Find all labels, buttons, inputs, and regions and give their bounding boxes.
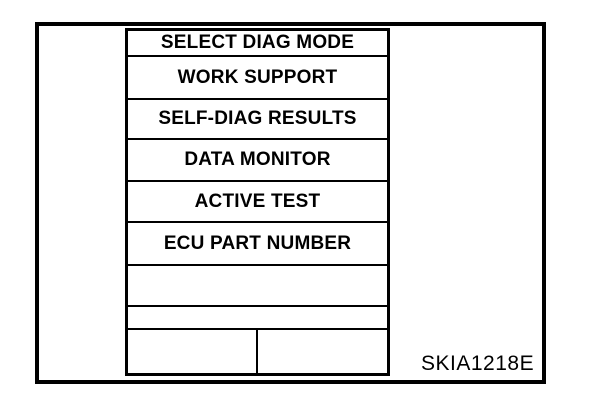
menu-empty-row-short bbox=[128, 307, 387, 330]
diag-mode-menu: SELECT DIAG MODE WORK SUPPORT SELF-DIAG … bbox=[125, 28, 390, 376]
menu-empty-row-tall bbox=[128, 266, 387, 307]
menu-item-work-support[interactable]: WORK SUPPORT bbox=[128, 57, 387, 100]
menu-footer-row bbox=[128, 330, 387, 373]
menu-item-ecu-part-number[interactable]: ECU PART NUMBER bbox=[128, 223, 387, 266]
footer-cell-right[interactable] bbox=[258, 330, 388, 373]
menu-item-self-diag-results[interactable]: SELF-DIAG RESULTS bbox=[128, 100, 387, 140]
menu-title: SELECT DIAG MODE bbox=[128, 31, 387, 57]
menu-item-data-monitor[interactable]: DATA MONITOR bbox=[128, 140, 387, 182]
footer-cell-left[interactable] bbox=[128, 330, 258, 373]
figure-code-label: SKIA1218E bbox=[421, 352, 535, 375]
menu-item-active-test[interactable]: ACTIVE TEST bbox=[128, 182, 387, 223]
